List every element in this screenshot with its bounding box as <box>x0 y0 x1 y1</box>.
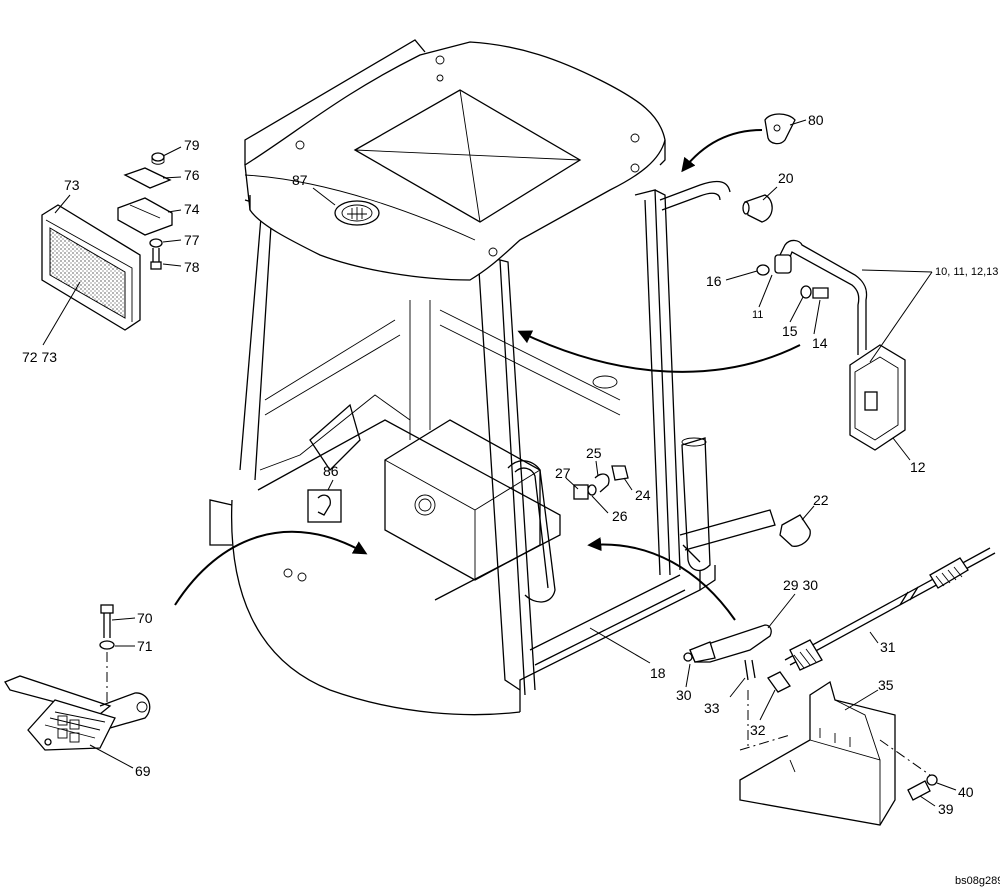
arrow-to-rear <box>587 537 736 621</box>
callout-12: 12 <box>910 459 926 475</box>
callout-27: 27 <box>555 465 571 481</box>
callout-31: 31 <box>880 639 896 655</box>
callout-26: 26 <box>612 508 628 524</box>
callout-30: 30 <box>676 687 692 703</box>
arrow-to-pillar <box>517 330 801 373</box>
part-80-bracket <box>764 113 796 145</box>
callout-20: 20 <box>778 170 794 186</box>
callout-73: 73 <box>64 177 80 193</box>
callout-40: 40 <box>958 784 974 800</box>
part-22-knob <box>779 514 811 547</box>
callout-22: 22 <box>813 492 829 508</box>
drawing-code: bs08g289 <box>955 875 1000 887</box>
roof-emblem-87 <box>334 200 380 226</box>
cab-assembly <box>209 39 776 716</box>
callout-18: 18 <box>650 665 666 681</box>
callout-69: 69 <box>135 763 151 779</box>
callout-15: 15 <box>782 323 798 339</box>
callout-11: 11 <box>752 309 763 321</box>
callout-72-73: 72 73 <box>22 349 57 365</box>
callout-80: 80 <box>808 112 824 128</box>
callout-87: 87 <box>292 172 308 188</box>
dash-cover <box>739 734 791 751</box>
callout-35: 35 <box>878 677 894 693</box>
cable-31 <box>784 547 996 671</box>
work-light-assembly <box>41 152 173 331</box>
callout-70: 70 <box>137 610 153 626</box>
callout-78: 78 <box>184 259 200 275</box>
callout-76: 76 <box>184 167 200 183</box>
mirror-assembly <box>756 239 906 451</box>
callout-16: 16 <box>706 273 722 289</box>
parts-24-27 <box>573 465 629 500</box>
leader-10b <box>869 271 933 363</box>
callout-32: 32 <box>750 722 766 738</box>
cover-35 <box>739 680 896 826</box>
pedal-assembly-69 <box>4 604 151 751</box>
callout-29-30: 29 30 <box>783 577 818 593</box>
part-20-cap <box>742 194 773 223</box>
callout-86: 86 <box>323 463 339 479</box>
callout-10-11-12-13: 10, 11, 12,13 <box>935 266 998 278</box>
callout-24: 24 <box>635 487 651 503</box>
bolts-39-40 <box>907 774 938 801</box>
callout-71: 71 <box>137 638 153 654</box>
callout-77: 77 <box>184 232 200 248</box>
callout-33: 33 <box>704 700 720 716</box>
leader-lines <box>42 119 957 807</box>
callout-25: 25 <box>586 445 602 461</box>
callout-14: 14 <box>812 335 828 351</box>
callout-79: 79 <box>184 137 200 153</box>
leader-18 <box>589 627 651 664</box>
leader-10 <box>861 269 933 273</box>
callout-39: 39 <box>938 801 954 817</box>
callout-74: 74 <box>184 201 200 217</box>
arrow-into-cab-left <box>174 530 368 606</box>
lever-29-30-33 <box>683 624 791 693</box>
warning-decal-86 <box>307 489 342 523</box>
arrow-part-80 <box>681 129 763 173</box>
